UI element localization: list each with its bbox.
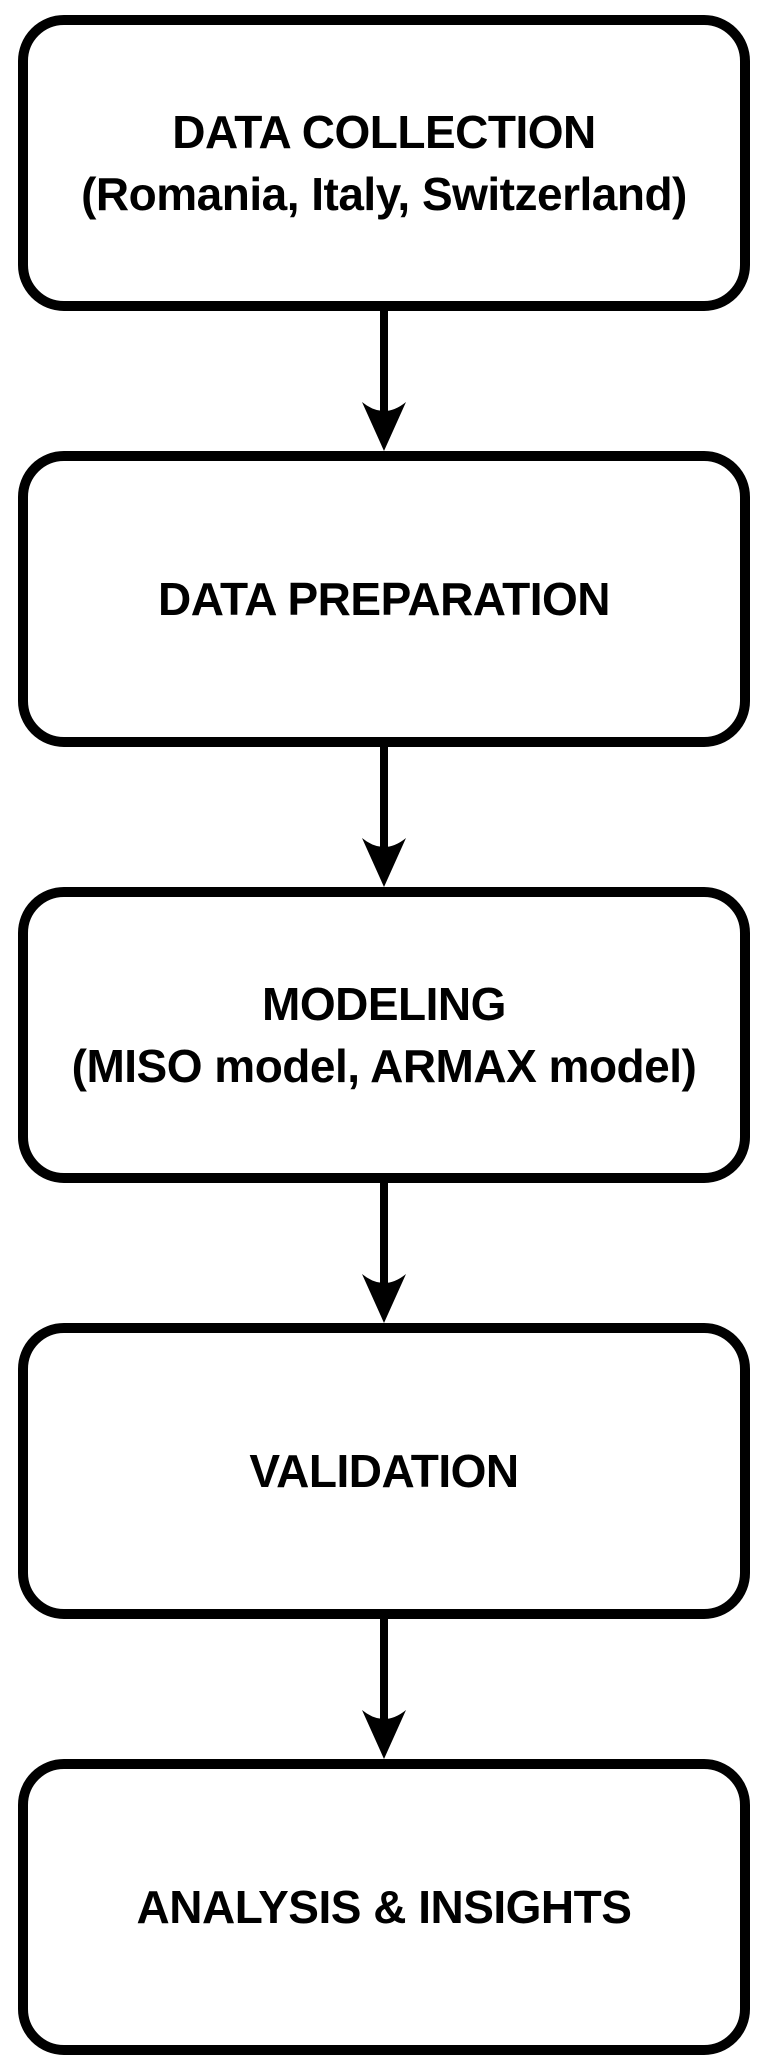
node-title: DATA COLLECTION xyxy=(172,106,596,158)
arrow-down-icon xyxy=(362,1619,406,1759)
flow-node-data-preparation: DATA PREPARATION xyxy=(18,451,750,747)
node-text: MODELING (MISO model, ARMAX model) xyxy=(72,973,697,1097)
node-text: VALIDATION xyxy=(249,1440,519,1502)
node-title: VALIDATION xyxy=(249,1445,519,1497)
arrow-down-icon xyxy=(362,311,406,451)
node-subtitle: (Romania, Italy, Switzerland) xyxy=(81,168,687,220)
arrow-down-icon xyxy=(362,747,406,887)
flow-node-validation: VALIDATION xyxy=(18,1323,750,1619)
flow-node-data-collection: DATA COLLECTION (Romania, Italy, Switzer… xyxy=(18,15,750,311)
arrow-down-icon xyxy=(362,1183,406,1323)
node-subtitle: (MISO model, ARMAX model) xyxy=(71,1040,697,1092)
flow-node-modeling: MODELING (MISO model, ARMAX model) xyxy=(18,887,750,1183)
node-text: DATA PREPARATION xyxy=(158,568,610,630)
node-text: ANALYSIS & INSIGHTS xyxy=(137,1876,632,1938)
flow-node-analysis-insights: ANALYSIS & INSIGHTS xyxy=(18,1759,750,2055)
node-title: ANALYSIS & INSIGHTS xyxy=(136,1881,632,1933)
node-title: MODELING xyxy=(262,978,506,1030)
node-title: DATA PREPARATION xyxy=(158,573,610,625)
node-text: DATA COLLECTION (Romania, Italy, Switzer… xyxy=(81,101,687,225)
